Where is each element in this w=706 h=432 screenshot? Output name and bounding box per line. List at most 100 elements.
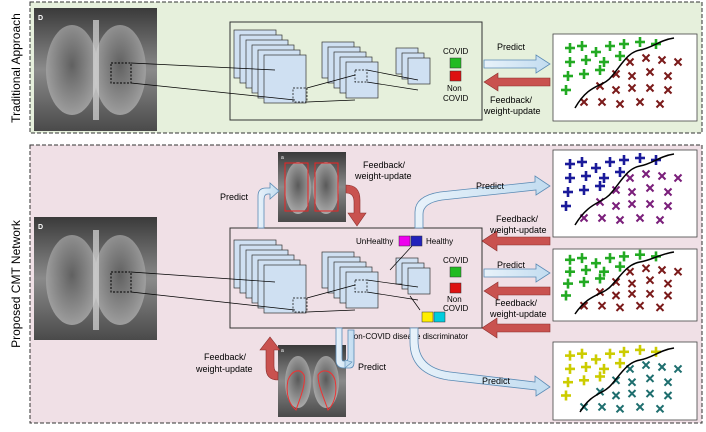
right-feedback-arrow-1: [481, 230, 551, 252]
proposed-projection-lines: [130, 245, 421, 313]
traditional-xray-patch: [110, 62, 132, 84]
predict-down-arrow: [335, 327, 355, 369]
right-feedback-arrow-2: [483, 281, 551, 301]
segmentation-bottom-marker: a: [281, 348, 284, 354]
healthy-node: [410, 235, 423, 247]
cross-marker: [655, 99, 665, 109]
cross-marker: [641, 53, 651, 63]
cross-marker: [663, 279, 673, 288]
cross-marker: [615, 99, 625, 109]
traditional-decision-boundary: [574, 37, 675, 109]
traditional-side-label: Traditional Approach: [9, 13, 23, 123]
cross-marker: [657, 171, 667, 181]
cross-marker: [615, 215, 625, 225]
traditional-xray-marker: D: [38, 15, 43, 22]
cross-marker: [635, 301, 645, 310]
cross-marker: [625, 57, 635, 67]
feedback-bottom-label-1: Feedback/: [204, 352, 247, 362]
scatter-points-covid: [561, 249, 683, 312]
cross-marker: [627, 289, 637, 299]
right-predict-arrow-2: [483, 263, 551, 283]
cross-marker: [655, 215, 665, 225]
predict-bottom-label: Predict: [358, 362, 387, 372]
cross-marker: [625, 173, 635, 183]
traditional-projection-lines: [130, 62, 419, 103]
proposed-conv-stack-1: [233, 239, 307, 314]
predict-top-label: Predict: [220, 192, 249, 202]
cross-marker: [611, 291, 621, 300]
cross-marker: [641, 264, 651, 273]
proposed-xray-patch: [110, 271, 132, 293]
segmentation-contour-right: [317, 370, 337, 411]
cross-marker: [645, 183, 655, 193]
cross-marker: [673, 364, 683, 374]
cross-marker: [625, 267, 635, 276]
cross-marker: [663, 85, 673, 95]
right-predict-label-2: Predict: [497, 260, 526, 270]
cross-marker: [645, 389, 655, 398]
traditional-conv-stack-2: [321, 41, 379, 99]
right-predict-label-1: Predict: [476, 181, 505, 191]
cross-marker: [645, 275, 655, 285]
proposed-xray-marker: D: [38, 224, 43, 231]
cross-marker: [657, 362, 667, 372]
traditional-noncovid-label-2: COVID: [443, 94, 469, 103]
traditional-xray-image: D: [34, 8, 157, 131]
proposed-conv3-layer: [407, 267, 431, 295]
cross-marker: [597, 97, 607, 107]
cross-marker: [663, 291, 673, 300]
cross-marker: [627, 279, 637, 288]
cross-marker: [645, 374, 655, 383]
segmentation-top-marker: a: [281, 155, 284, 161]
right-feedback-label-2b: weight-update: [489, 309, 547, 319]
traditional-noncovid-node: [449, 70, 462, 82]
decision-boundary-healthy: [574, 153, 675, 226]
right-feedback-label-1a: Feedback/: [496, 214, 539, 224]
proposed-xray-image: D: [34, 217, 157, 340]
traditional-covid-label: COVID: [443, 47, 469, 56]
cross-marker: [655, 303, 665, 312]
traditional-covid-node: [449, 57, 462, 69]
cross-marker: [645, 199, 655, 209]
cross-marker: [657, 265, 667, 275]
cross-marker: [641, 169, 651, 179]
traditional-feedback-arrow: [483, 72, 551, 92]
traditional-conv3-layer: [407, 57, 431, 85]
cross-marker: [627, 389, 637, 398]
unhealthy-label: UnHealthy: [356, 237, 393, 246]
traditional-cnn-box: [229, 21, 483, 121]
segmentation-contour-left: [286, 370, 305, 411]
cross-marker: [597, 402, 607, 412]
cross-marker: [579, 301, 589, 310]
segmentation-box-right: [314, 162, 339, 212]
cross-marker: [655, 404, 665, 414]
scatter-points-healthy: [561, 153, 683, 225]
traditional-feedback-label-2: weight-update: [483, 106, 541, 116]
cross-marker: [663, 377, 673, 387]
proposed-conv-stack-3: [395, 257, 431, 295]
right-predict-arrow-1: [414, 175, 551, 229]
cross-marker: [645, 289, 655, 299]
feedback-bottom-arrow: [259, 336, 281, 381]
cross-marker: [663, 71, 673, 81]
predict-up-arrow: [257, 182, 280, 229]
unhealthy-node: [398, 235, 411, 247]
proposed-covid-label: COVID: [443, 256, 469, 265]
cross-marker: [611, 391, 621, 400]
cross-marker: [611, 201, 621, 211]
traditional-predict-label: Predict: [497, 42, 526, 52]
cross-marker: [579, 97, 589, 107]
proposed-conv-stack-2: [321, 251, 379, 309]
right-feedback-label-1b: weight-update: [489, 225, 547, 235]
proposed-conv1-layer: [263, 264, 307, 314]
proposed-cnn-box: [229, 227, 483, 329]
decision-boundary-covid: [574, 251, 675, 315]
cross-marker: [611, 185, 621, 195]
feedback-bottom-label-2: weight-update: [195, 364, 253, 374]
cross-marker: [611, 85, 621, 95]
traditional-conv1-layer: [263, 54, 307, 104]
feedback-top-label-2: weight-update: [354, 171, 412, 181]
cross-marker: [635, 97, 645, 107]
